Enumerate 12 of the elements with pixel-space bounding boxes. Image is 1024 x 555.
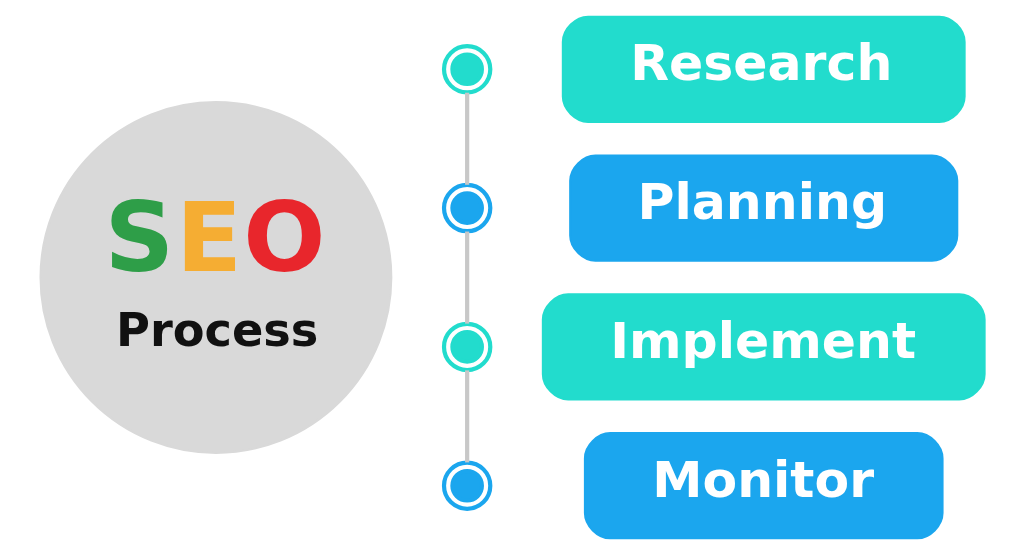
node-circle [441,460,492,511]
node-box: Monitor [583,432,944,540]
node-box: Planning [568,154,958,262]
connector [464,92,469,185]
node-box: Implement [541,293,986,401]
node-box: Research [561,15,966,123]
node-circle [441,44,492,95]
connector [464,370,469,463]
node-circle [441,182,492,234]
node-circle [441,321,492,373]
node-circle: SEO Process [39,101,392,454]
connector [464,231,469,324]
